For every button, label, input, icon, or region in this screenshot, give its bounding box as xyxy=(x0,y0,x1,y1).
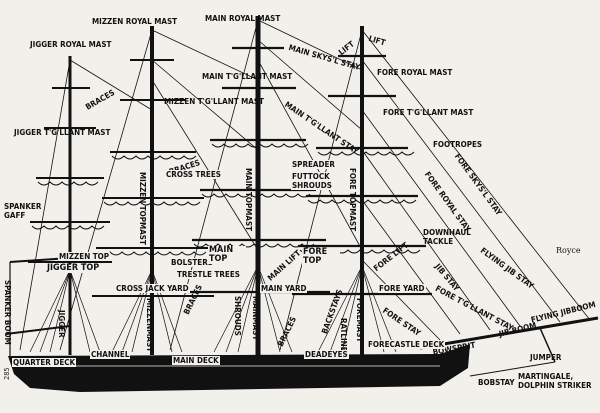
label-mizzen-royal-mast: MIZZEN ROYAL MAST xyxy=(92,17,178,26)
label-cross-jack-yard: CROSS JACK YARD xyxy=(115,284,190,293)
label-mizzen-top: MIZZEN TOP xyxy=(58,252,111,261)
stays-lines xyxy=(19,19,591,351)
shrouds-lines xyxy=(29,265,397,353)
label-jigger: JIGGER xyxy=(57,310,66,338)
bowsprit-line xyxy=(419,316,599,350)
label-main-tgllant-mast: MAIN T'G'LLANT MAST xyxy=(202,72,293,81)
label-main-yard: MAIN YARD xyxy=(260,284,308,293)
label-spreader: SPREADER xyxy=(291,160,336,169)
label-bolsters: BOLSTERS xyxy=(170,258,214,267)
martingale-line xyxy=(539,327,556,363)
label-main-top: MAIN TOP xyxy=(208,246,246,264)
label-forecastle-deck: FORECASTLE DECK xyxy=(367,340,446,349)
label-jigger-royal-mast: JIGGER ROYAL MAST xyxy=(30,40,112,49)
label-fore-tgllant-mast: FORE T'G'LLANT MAST xyxy=(383,108,474,117)
hull xyxy=(8,344,470,392)
label-fore-top: FORE TOP xyxy=(302,248,340,266)
label-fore-topmast: FORE TOPMAST xyxy=(348,168,357,232)
label-channel: CHANNEL xyxy=(90,350,131,359)
label-mizzenmast: MIZZENMAST xyxy=(145,298,154,353)
label-quarter-deck: QUARTER DECK xyxy=(12,358,77,367)
page-number: 285 xyxy=(3,367,11,380)
label-cross-trees: CROSS TREES xyxy=(165,170,222,179)
label-royce: Royce xyxy=(556,246,581,255)
label-mizzen-tgllant-mast: MIZZEN T'G'LLANT MAST xyxy=(164,97,264,106)
label-trestle-trees: TRESTLE TREES xyxy=(176,270,241,279)
main-yards xyxy=(186,46,330,294)
bobstay-line xyxy=(469,361,556,377)
fore-yards xyxy=(292,54,432,296)
label-foremast: FOREMAST xyxy=(355,298,364,343)
label-spanker-gaff: SPANKER GAFF xyxy=(4,202,42,220)
label-downhaul-tackle: DOWNHAUL TACKLE xyxy=(423,228,471,246)
label-jigger-tgllant-mast: JIGGER T'G'LLANT MAST xyxy=(14,128,111,137)
label-shrouds: SHROUDS xyxy=(233,296,242,336)
furled-sails xyxy=(31,143,421,256)
label-jumper: JUMPER xyxy=(530,353,562,362)
label-deadeyes: DEADEYES xyxy=(304,350,349,359)
label-main-royal-mast: MAIN ROYAL MAST xyxy=(205,14,281,23)
label-jigger-top: JIGGER TOP xyxy=(46,263,101,273)
label-mizzen-topmast: MIZZEN TOPMAST xyxy=(138,172,147,245)
mizzen-yards xyxy=(92,59,214,297)
spanker-boom-line xyxy=(5,325,71,335)
label-spanker-boom: SPANKER BOOM xyxy=(3,280,12,345)
label-mainmast: MAINMAST xyxy=(251,296,260,341)
label-martingale: MARTINGALE, DOLPHIN STRIKER xyxy=(518,372,592,390)
label-footropes: FOOTROPES xyxy=(433,140,483,149)
label-bobstay: BOBSTAY xyxy=(478,378,515,387)
label-main-deck: MAIN DECK xyxy=(172,356,220,365)
label-fore-yard: FORE YARD xyxy=(378,284,426,293)
label-fore-royal-mast: FORE ROYAL MAST xyxy=(377,68,453,77)
label-main-topmast: MAIN TOPMAST xyxy=(244,168,253,232)
label-futtock-shrouds: FUTTOCK SHROUDS xyxy=(291,172,349,190)
